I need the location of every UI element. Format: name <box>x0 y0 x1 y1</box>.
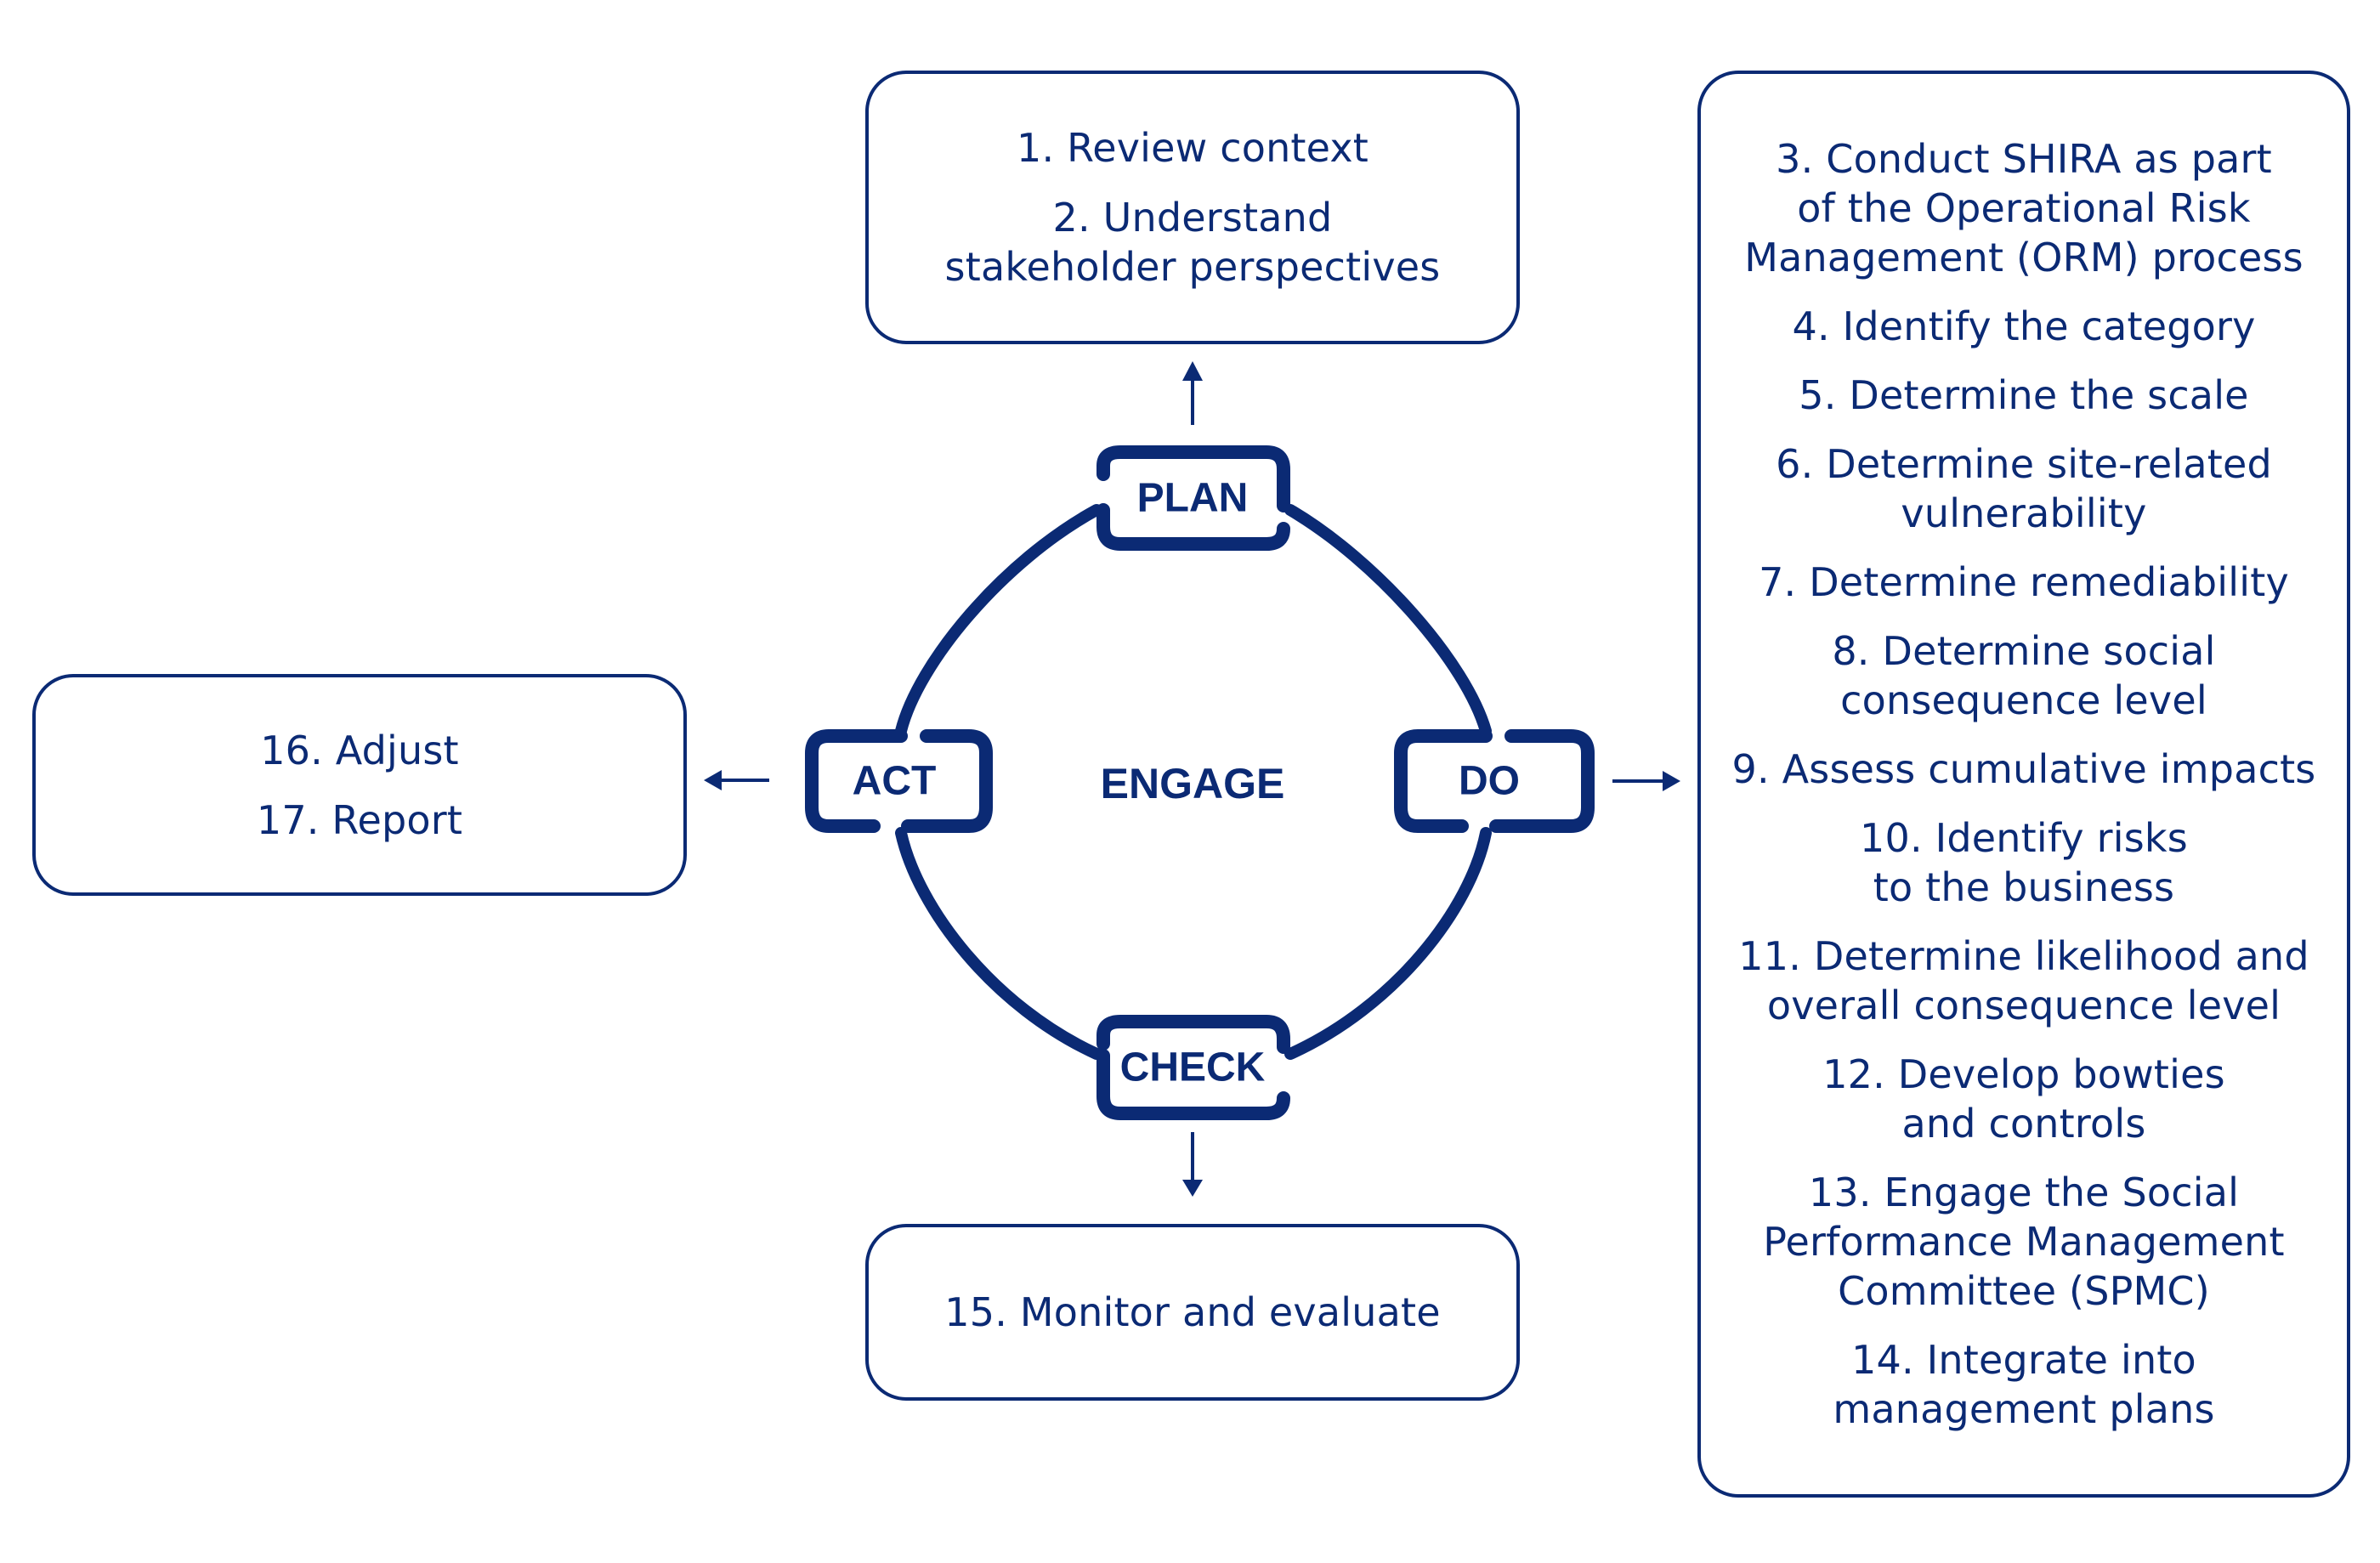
act-steps-box: 16. Adjust 17. Report <box>32 674 687 896</box>
plan-step-1: 1. Review context <box>1016 125 1369 171</box>
do-step-12: 12. Develop bowties and controls <box>1822 1051 2225 1147</box>
cycle-arc-do-check <box>1284 827 1492 1060</box>
plan-step-2: 2. Understand stakeholder perspectives <box>944 195 1441 290</box>
cycle-arc-check-act <box>895 827 1102 1060</box>
do-step-3: 3. Conduct SHIRA as part of the Operatio… <box>1744 136 2304 280</box>
cycle-center-label: ENGAGE <box>1101 760 1285 807</box>
do-step-10: 10. Identify risks to the business <box>1860 815 2188 910</box>
arrow-left-icon <box>704 770 769 790</box>
do-step-6: 6. Determine site-related vulnerability <box>1776 441 2272 536</box>
stage-label-act: ACT <box>853 759 937 804</box>
arrow-down-icon <box>1182 1132 1203 1197</box>
arrow-right-icon <box>1612 771 1680 791</box>
check-step-15: 15. Monitor and evaluate <box>944 1289 1441 1335</box>
check-steps-box: 15. Monitor and evaluate <box>865 1224 1520 1401</box>
plan-steps-box: 1. Review context 2. Understand stakehol… <box>865 71 1520 344</box>
arrow-up-icon <box>1182 361 1203 425</box>
stage-label-check: CHECK <box>1120 1045 1266 1090</box>
plan-node-frame <box>1096 445 1290 551</box>
cycle-arc-plan-do <box>1284 504 1492 737</box>
do-node-frame <box>1394 729 1595 833</box>
do-step-8: 8. Determine social consequence level <box>1832 628 2216 723</box>
check-node-frame <box>1096 1015 1290 1120</box>
do-step-9: 9. Assess cumulative impacts <box>1731 746 2316 792</box>
stage-label-plan: PLAN <box>1137 476 1249 521</box>
stage-label-do: DO <box>1459 759 1520 804</box>
act-node-frame <box>805 729 993 833</box>
do-step-7: 7. Determine remediability <box>1759 559 2289 605</box>
do-step-5: 5. Determine the scale <box>1799 372 2249 418</box>
cycle-arc-act-plan <box>895 504 1102 737</box>
do-step-14: 14. Integrate into management plans <box>1833 1337 2215 1432</box>
act-step-17: 17. Report <box>256 796 463 843</box>
do-step-13: 13. Engage the Social Performance Manage… <box>1763 1169 2285 1314</box>
do-step-11: 11. Determine likelihood and overall con… <box>1738 933 2309 1028</box>
act-step-16: 16. Adjust <box>260 727 459 773</box>
do-step-4: 4. Identify the category <box>1792 303 2256 349</box>
do-steps-box: 3. Conduct SHIRA as part of the Operatio… <box>1697 71 2350 1498</box>
